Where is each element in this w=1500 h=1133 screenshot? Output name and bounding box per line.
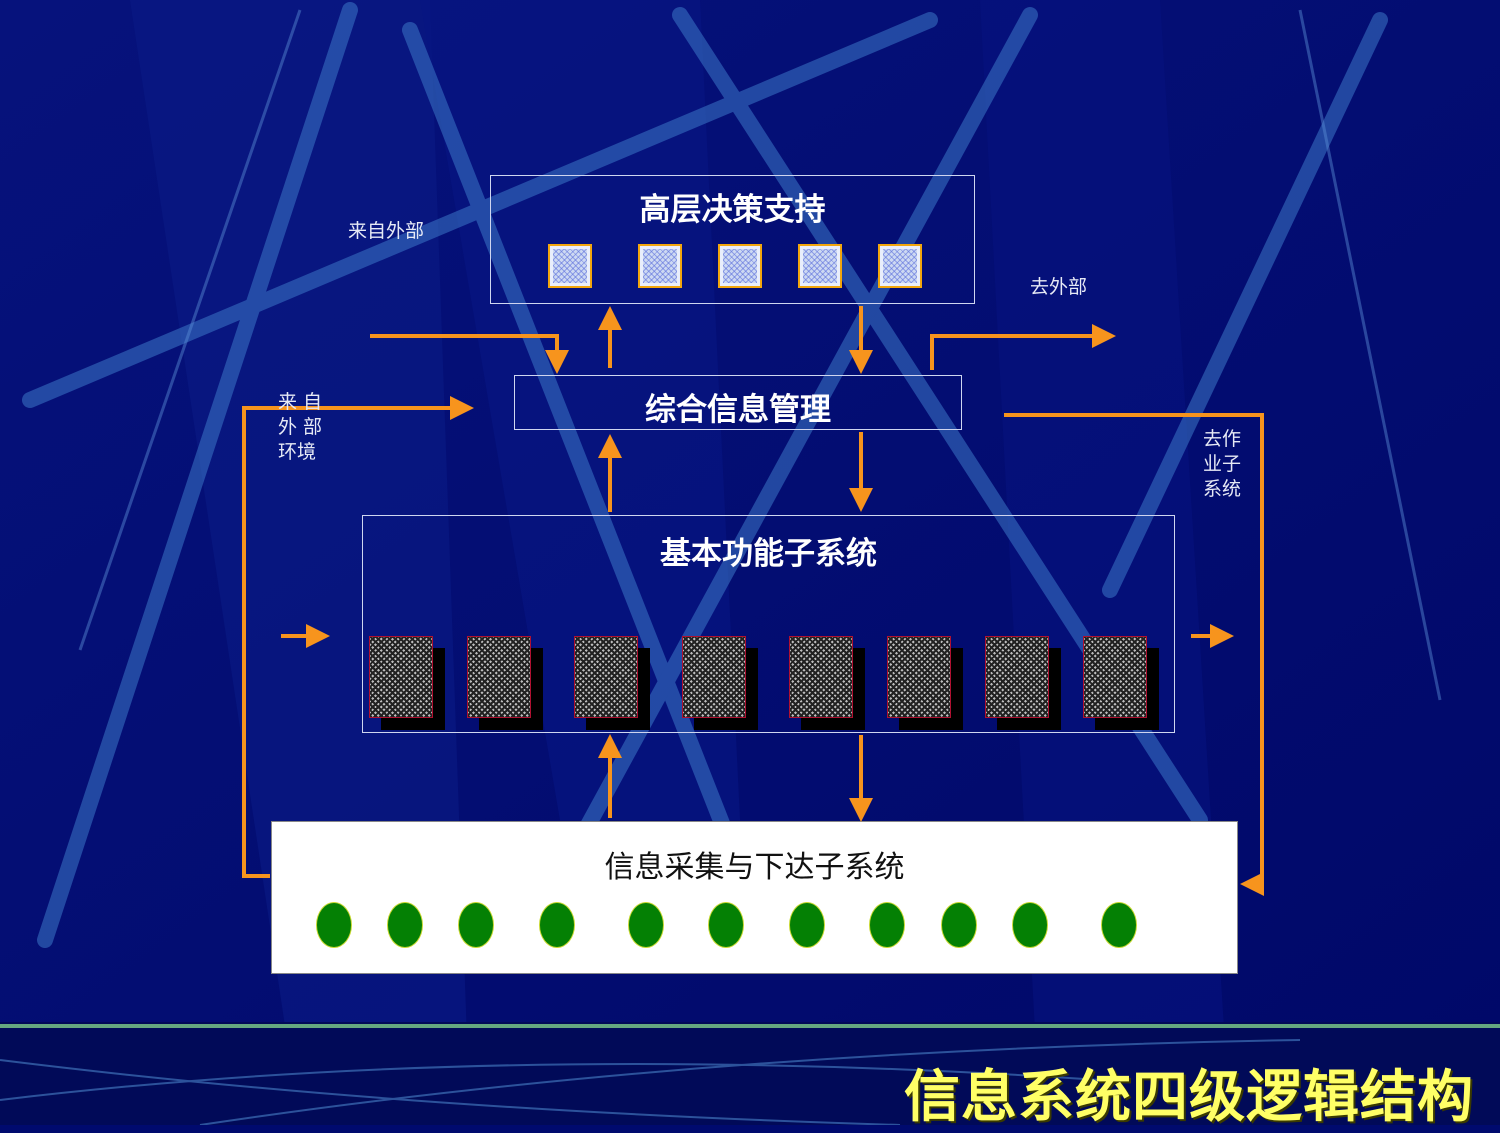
label-to-operation-subsystem: 去作 业子 系统 [1203,428,1242,500]
collection-node [789,902,825,948]
function-module [1083,636,1159,732]
decision-node [798,244,842,288]
decision-support-title: 高层决策支持 [639,192,826,228]
function-module [682,636,758,732]
function-module [467,636,543,732]
function-module [574,636,650,732]
slide-title: 信息系统四级逻辑结构 [904,1064,1474,1130]
label-from-outside: 来自外部 [348,220,425,242]
collection-subsystem-box: 信息采集与下达子系统 [271,821,1238,974]
label-from-external-environment: 来 自 外 部 环境 [278,391,323,463]
function-subsystem-box: 基本功能子系统 [362,515,1175,733]
collection-node [941,902,977,948]
function-module [985,636,1061,732]
decision-node [638,244,682,288]
function-module [369,636,445,732]
collection-node [316,902,352,948]
collection-node [869,902,905,948]
function-module [789,636,865,732]
management-title: 综合信息管理 [645,392,831,428]
label-to-outside: 去外部 [1030,276,1088,298]
collection-node [628,902,664,948]
decision-node [718,244,762,288]
decision-support-box: 高层决策支持 [490,175,975,304]
collection-node [458,902,494,948]
decision-node [878,244,922,288]
collection-node [1012,902,1048,948]
collection-node [387,902,423,948]
collection-node [539,902,575,948]
collection-node [708,902,744,948]
collection-subsystem-title: 信息采集与下达子系统 [604,850,905,885]
function-subsystem-title: 基本功能子系统 [660,536,877,572]
function-module [887,636,963,732]
decision-node [548,244,592,288]
management-box: 综合信息管理 [514,375,962,430]
collection-node [1101,902,1137,948]
